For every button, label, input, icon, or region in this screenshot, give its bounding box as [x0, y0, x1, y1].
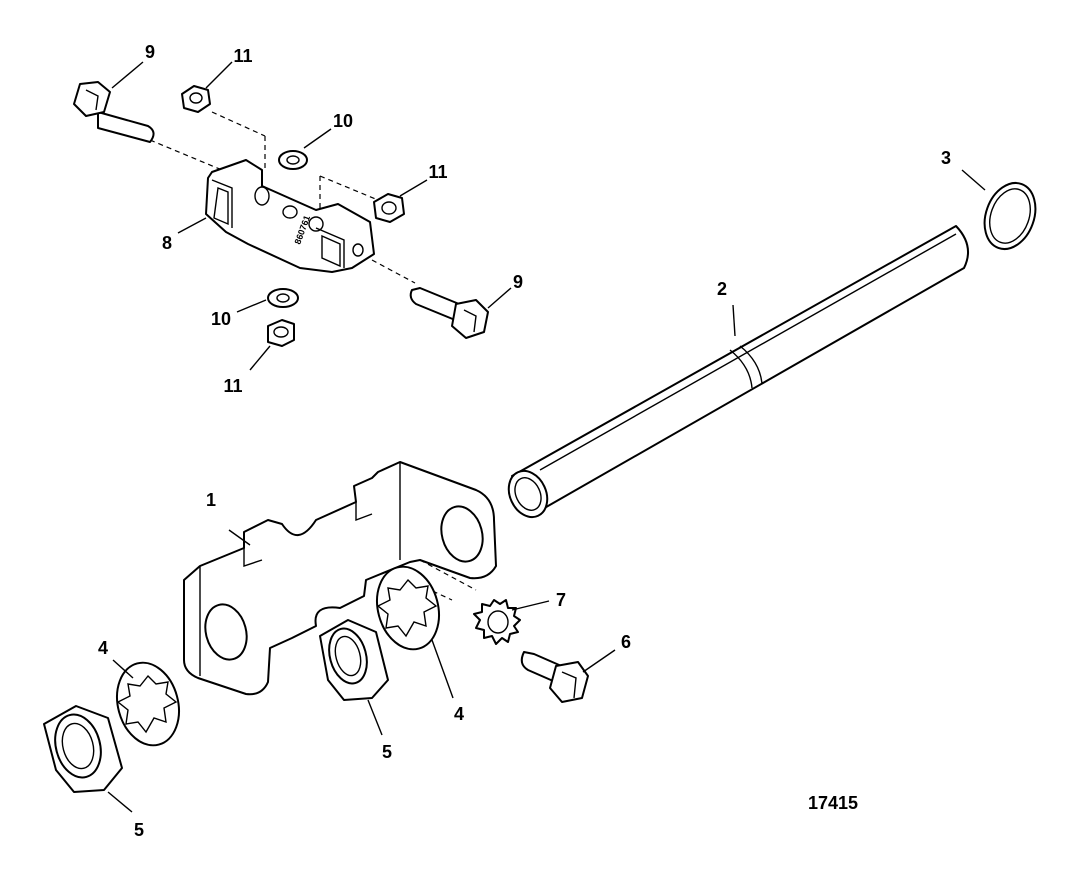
callout-8: 8: [162, 233, 172, 253]
callout-4-left: 4: [98, 638, 108, 658]
callout-9-lower: 9: [513, 272, 523, 292]
retaining-ring: [983, 182, 1037, 250]
callouts: 1 2 3 4 4 5 5 6 7 8 9 9 10 10 11 11 11: [98, 42, 951, 840]
bolt-right: [520, 651, 589, 703]
alignment-lines-upper: [149, 111, 416, 284]
nut-lower: [267, 319, 295, 347]
leader-lines: [107, 61, 986, 813]
callout-1: 1: [206, 490, 216, 510]
callout-5-right: 5: [382, 742, 392, 762]
callout-10-upper: 10: [333, 111, 353, 131]
bolt-lower: [409, 287, 489, 339]
callout-4-right: 4: [454, 704, 464, 724]
washer-lower: [267, 288, 299, 308]
callout-6: 6: [621, 632, 631, 652]
hex-nut-left: [43, 705, 123, 793]
nut-right: [373, 193, 405, 223]
callout-9-upper: 9: [145, 42, 155, 62]
bracket: [183, 461, 497, 696]
callout-7: 7: [556, 590, 566, 610]
nut-upper: [181, 85, 211, 113]
callout-11-right: 11: [428, 162, 447, 182]
hex-nut-right: [319, 619, 389, 701]
bolt-upper: [73, 81, 155, 143]
tube: [507, 225, 970, 519]
lock-washer-right: [376, 565, 440, 651]
callout-11-upper: 11: [233, 46, 252, 66]
lock-washer-left: [116, 661, 180, 747]
callout-5-left: 5: [134, 820, 144, 840]
washer-upper: [278, 150, 308, 170]
star-washer: [473, 599, 521, 645]
figure-id: 17415: [808, 793, 858, 813]
clamp-block: 860761: [205, 159, 375, 273]
callout-2: 2: [717, 279, 727, 299]
callout-3: 3: [941, 148, 951, 168]
callout-10-lower: 10: [211, 309, 231, 329]
callout-11-lower: 11: [223, 376, 242, 396]
